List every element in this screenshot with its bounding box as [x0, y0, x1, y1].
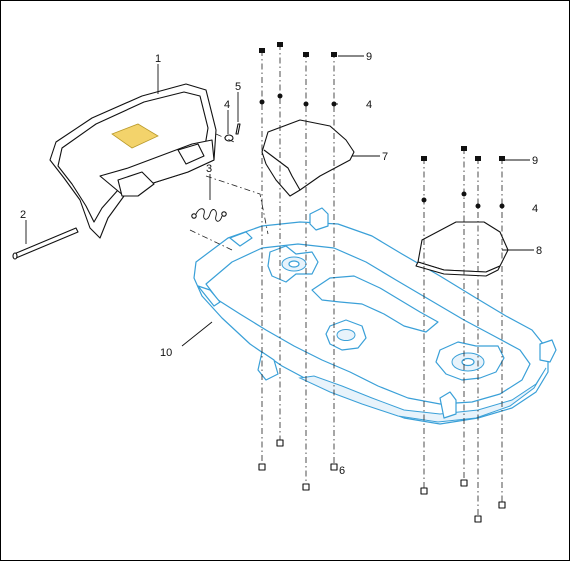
- callout-labels: 1 2 3 4 5 9 4 7 9 4 8 10 6: [20, 51, 542, 477]
- baffle-top: [261, 119, 355, 197]
- callout-10: 10: [160, 347, 172, 359]
- leader-lines: [25, 55, 534, 471]
- callout-4-right: 4: [532, 203, 538, 215]
- callout-4-top: 4: [366, 99, 372, 111]
- callout-9-right: 9: [532, 155, 538, 167]
- callout-8: 8: [536, 245, 542, 257]
- callout-9-top: 9: [366, 51, 372, 63]
- callout-4-left: 4: [224, 99, 230, 111]
- mower-deck: [193, 207, 557, 425]
- callout-6: 6: [339, 465, 345, 477]
- callout-1: 1: [155, 53, 161, 65]
- washer-and-pin: [224, 123, 241, 142]
- hinge-rod: [12, 227, 79, 260]
- callout-5: 5: [235, 81, 241, 93]
- fasteners: [258, 42, 506, 523]
- chute-spring: [191, 208, 227, 222]
- baffle-right: [415, 221, 509, 277]
- callout-3: 3: [206, 163, 212, 175]
- discharge-chute: [49, 83, 217, 239]
- alignment-lines: [189, 44, 503, 522]
- callout-7: 7: [382, 151, 388, 163]
- callout-2: 2: [20, 209, 26, 221]
